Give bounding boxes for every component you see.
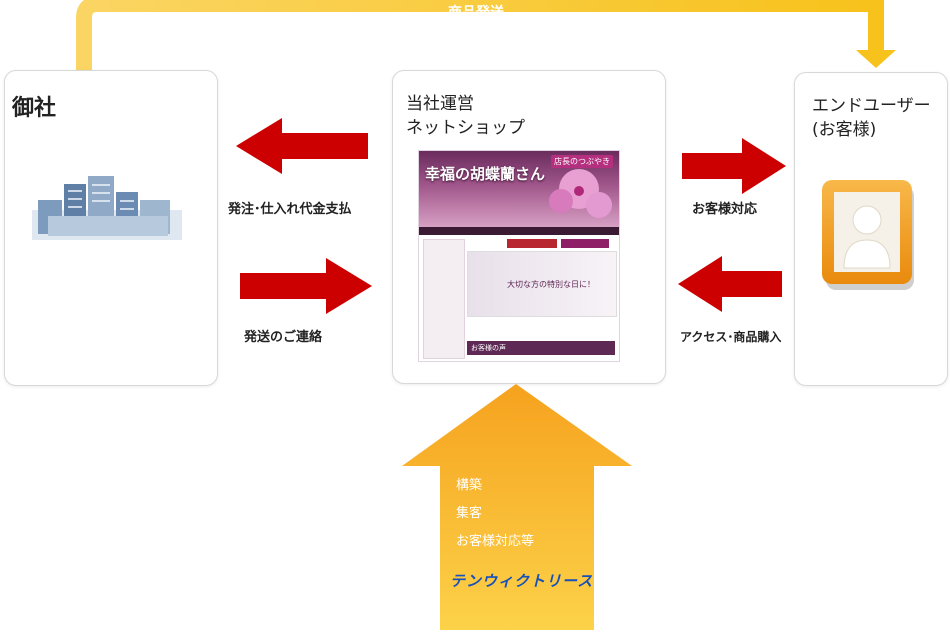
- label-customer-service: お客様対応: [692, 202, 758, 217]
- screenshot-nav: [419, 227, 619, 235]
- shop-title-line1: 当社運営: [406, 94, 474, 114]
- screenshot-sidebar: [423, 239, 465, 359]
- buildings-icon: [32, 176, 182, 240]
- screenshot-footer-bar: [467, 341, 615, 355]
- screenshot-button-purple: [561, 239, 609, 248]
- enduser-title-line1: エンドユーザー: [812, 96, 931, 116]
- screenshot-brand: 幸福の胡蝶蘭さん: [425, 165, 546, 183]
- support-item-customer: お客様対応等: [456, 534, 535, 549]
- user-icon: [822, 180, 914, 290]
- screenshot-button-red: [507, 239, 557, 248]
- client-title: 御社: [12, 96, 57, 121]
- screenshot-sub-banner: 店長のつぶやき: [551, 155, 613, 168]
- company-logo: テンウィクトリース: [450, 572, 594, 590]
- shipping-arrow: [76, 0, 896, 70]
- arrow-customer-service: [682, 138, 786, 194]
- arrow-shipping-notice: [240, 258, 372, 314]
- shop-title-line2: ネットショップ: [406, 118, 525, 138]
- label-access-purchase: アクセス･商品購入: [680, 330, 782, 344]
- label-order-payment: 発注･仕入れ代金支払: [228, 202, 352, 217]
- support-item-marketing: 集客: [456, 506, 483, 521]
- shop-screenshot: 幸福の胡蝶蘭さん 店長のつぶやき 大切な方の特別な日に！ お客様の声: [418, 150, 620, 362]
- arrow-order-payment: [236, 118, 368, 174]
- support-arrow: [402, 384, 632, 630]
- arrow-access-purchase: [678, 256, 782, 312]
- screenshot-main-banner: [467, 251, 617, 317]
- enduser-title-line2: (お客様): [812, 120, 877, 140]
- screenshot-main-caption: 大切な方の特別な日に！: [507, 280, 595, 289]
- orchid-image: [549, 169, 612, 218]
- screenshot-footer-label: お客様の声: [471, 344, 506, 352]
- support-item-build: 構築: [456, 478, 483, 493]
- shipping-label: 商品発送: [448, 5, 504, 21]
- label-shipping-notice: 発送のご連絡: [244, 330, 323, 345]
